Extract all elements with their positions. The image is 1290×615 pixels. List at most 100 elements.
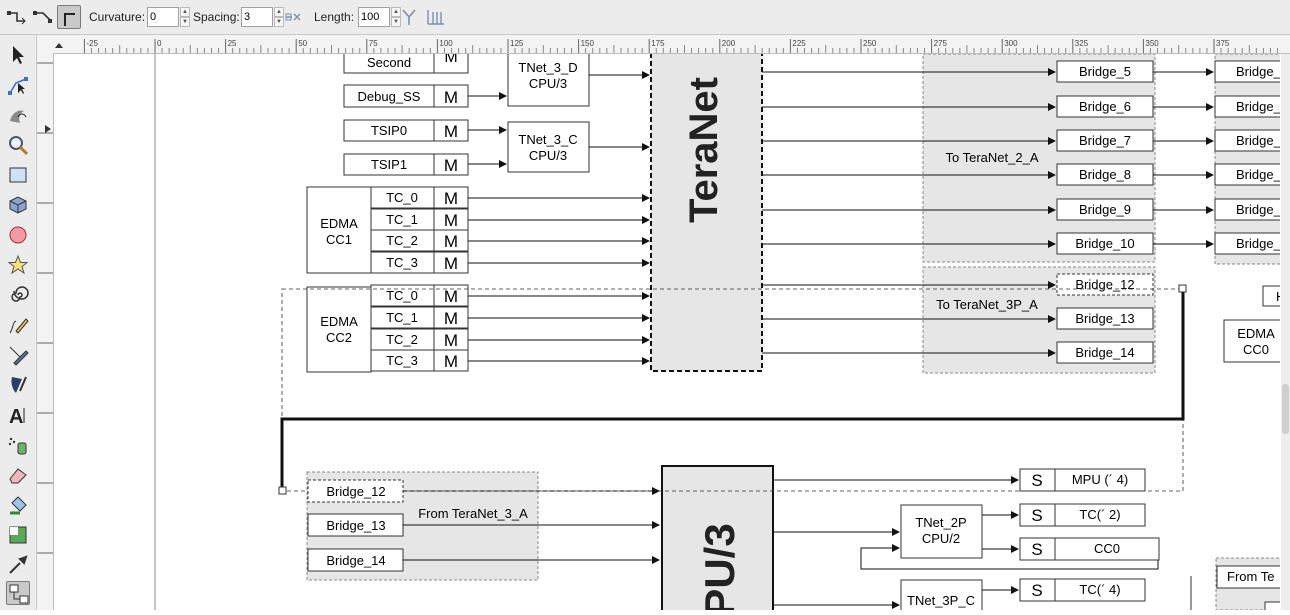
tnet-3c-block[interactable]: TNet_3_C CPU/3 — [507, 121, 650, 173]
ruler-tick-label: 225 — [792, 39, 806, 48]
master-debug-ss[interactable]: Debug_SS M — [343, 84, 507, 108]
3d-box-icon[interactable] — [6, 193, 30, 217]
node-editor-icon[interactable] — [6, 73, 30, 97]
gradient-tool-icon[interactable] — [6, 523, 30, 547]
length-spinner[interactable]: ▲▼ — [358, 5, 401, 29]
vertical-scrollbar[interactable] — [1281, 54, 1290, 610]
chevron-up-icon[interactable]: ▲ — [391, 7, 401, 17]
drawing-canvas[interactable]: TeraNet PU/3 Second M Debug_SS M TSIP0 M — [54, 54, 1280, 610]
spray-tool-icon[interactable] — [6, 433, 30, 457]
bridge-label: Bridge_6 — [1079, 99, 1131, 114]
paint-bucket-icon[interactable] — [6, 493, 30, 517]
bridge-box[interactable]: Bridge_8 — [762, 163, 1214, 186]
teranet-block[interactable] — [650, 54, 763, 372]
star-tool-icon[interactable] — [6, 253, 30, 277]
bridge-box[interactable]: Bridge_14 — [307, 548, 660, 572]
bridge-box[interactable]: Bridge_ — [1214, 163, 1280, 186]
to-teranet-3pa-label: To TeraNet_3P_A — [936, 297, 1038, 312]
edma-cc0-block[interactable]: EDMA CC0 — [1223, 319, 1280, 363]
curvature-input[interactable] — [147, 7, 179, 27]
tnet-3d-block[interactable]: TNet_3_D CPU/3 — [507, 54, 650, 107]
arrange-connectors-icon[interactable] — [425, 5, 447, 29]
chevron-down-icon[interactable]: ▼ — [180, 17, 190, 27]
length-input[interactable] — [358, 7, 390, 27]
ruler-tick: 0 — [154, 39, 162, 53]
partial-h-box[interactable] — [1262, 285, 1280, 307]
selector-arrow-icon[interactable] — [6, 43, 30, 67]
scrollbar-thumb[interactable] — [1282, 384, 1289, 434]
connector-handle[interactable] — [278, 486, 287, 495]
master-second[interactable]: Second M — [343, 54, 469, 74]
bridge-box[interactable]: Bridge_5 — [762, 60, 1214, 83]
bridge-box[interactable]: Bridge_13 — [307, 513, 660, 537]
bridge-box[interactable]: Bridge_10 — [762, 232, 1214, 255]
edma-cc1-block[interactable]: EDMA CC1 — [306, 186, 372, 274]
bridge-box[interactable]: Bridge_12 — [307, 479, 660, 503]
spacing-spinner[interactable]: ▲▼ — [241, 5, 284, 29]
rectangle-tool-icon[interactable] — [6, 163, 30, 187]
bridge-box[interactable]: Bridge_12 — [762, 273, 1154, 296]
master-tsip1[interactable]: TSIP1 M — [343, 153, 507, 176]
text-tool-icon[interactable]: A — [6, 403, 30, 428]
pen-tool-icon[interactable] — [6, 343, 30, 367]
zoom-icon[interactable] — [6, 133, 30, 157]
edma-label: EDMA — [1237, 326, 1275, 341]
tnet-3pc-block[interactable]: TNet_3P_C — [900, 579, 983, 610]
bridge-box[interactable]: Bridge_13 — [762, 307, 1154, 330]
tweak-tool-icon[interactable] — [6, 103, 30, 127]
edma-cc2-block[interactable]: EDMA CC2 — [306, 286, 372, 373]
ellipse-tool-icon[interactable] — [6, 223, 30, 247]
partial-h-label: H — [1276, 289, 1280, 304]
connector-tool-icon[interactable] — [6, 581, 30, 605]
bridge-box[interactable]: Bridge_ — [1214, 198, 1280, 221]
ruler-tick-label: 0 — [157, 39, 162, 48]
pencil-tool-icon[interactable] — [6, 313, 30, 337]
route-avoid-icon[interactable] — [283, 5, 303, 29]
bridge-box[interactable]: Bridge_ — [1214, 232, 1280, 255]
from-te-box[interactable] — [1216, 565, 1280, 589]
orthogonal-connector-icon[interactable] — [5, 5, 29, 29]
spiral-tool-icon[interactable] — [6, 283, 30, 307]
master-tsip0[interactable]: TSIP0 M — [343, 119, 507, 142]
dropper-tool-icon[interactable] — [6, 553, 30, 577]
tnet-2p-block[interactable]: TNet_2P CPU/2 — [900, 504, 983, 559]
bridge-box[interactable]: Bridge_6 — [762, 95, 1214, 118]
curvature-spinner[interactable]: ▲▼ — [147, 5, 190, 29]
spacing-input[interactable] — [241, 7, 273, 27]
vertical-ruler[interactable] — [37, 53, 54, 610]
eraser-tool-icon[interactable] — [6, 463, 30, 487]
bridge-box[interactable]: Bridge_ — [1214, 129, 1280, 152]
bridge-box[interactable]: Bridge_ — [1214, 95, 1280, 118]
chevron-down-icon[interactable]: ▼ — [391, 17, 401, 27]
calligraphy-tool-icon[interactable] — [6, 373, 30, 397]
selected-connector[interactable] — [280, 289, 1185, 491]
chevron-up-icon[interactable]: ▲ — [180, 7, 190, 17]
ruler-tick-label: 250 — [863, 39, 877, 48]
graph-layout-icon[interactable] — [400, 5, 418, 29]
pu3-block[interactable] — [661, 465, 774, 610]
polyline-connector-icon[interactable] — [31, 5, 55, 29]
tc-label: TC_3 — [386, 353, 418, 368]
bridge-box[interactable]: Bridge_ — [1214, 60, 1280, 83]
orthogonal-mode-icon[interactable] — [57, 5, 81, 29]
connector-handle[interactable] — [1178, 284, 1187, 293]
bridge-box[interactable]: Bridge_9 — [762, 198, 1214, 221]
chevron-down-icon[interactable]: ▼ — [274, 17, 284, 27]
bridge-box[interactable]: Bridge_14 — [762, 341, 1154, 364]
tnet-label: TNet_2P — [915, 515, 966, 530]
bridge-box[interactable]: Bridge_7 — [762, 129, 1214, 152]
chevron-up-icon[interactable]: ▲ — [274, 7, 284, 17]
